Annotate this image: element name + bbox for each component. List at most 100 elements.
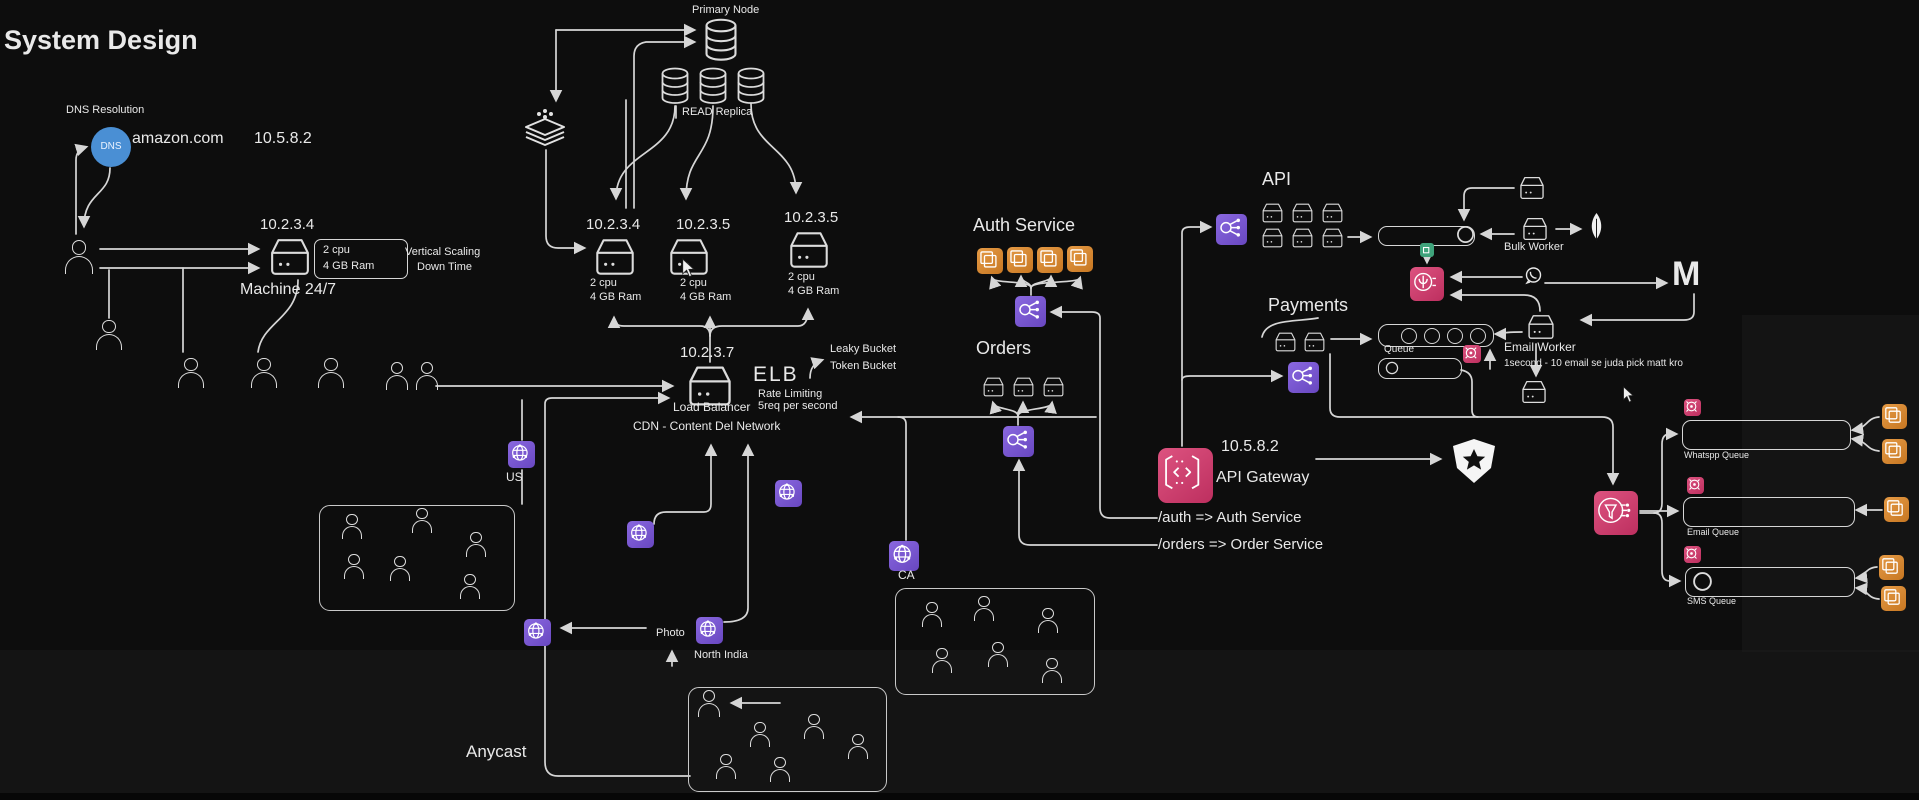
scheduler-icon <box>1420 243 1434 257</box>
token-bucket-label: Token Bucket <box>830 360 897 372</box>
region-ca-label: CA <box>898 568 915 582</box>
machine-spec-ram: 4 GB Ram <box>323 259 375 272</box>
server2-ip: 10.2.3.5 <box>676 216 731 233</box>
mongodb-leaf-icon <box>1587 212 1606 242</box>
sqs-icon <box>1463 345 1481 363</box>
queue-consumer-icon <box>1879 555 1904 580</box>
api-server-icon <box>1289 227 1316 249</box>
whatsapp-queue-label: Whatspp Queue <box>1684 450 1750 460</box>
bulk-worker-server-icon <box>1516 175 1548 201</box>
queue-consumer-icon <box>1884 497 1909 522</box>
cdn-edge-icon <box>775 480 802 507</box>
north-india-users-box <box>688 687 887 792</box>
queue-message-dots <box>1379 325 1493 346</box>
user-icon <box>802 714 826 741</box>
secondary-queue <box>1378 358 1462 379</box>
user-icon <box>414 362 440 393</box>
user-icon <box>410 508 434 535</box>
auth-instance-icon <box>1067 246 1093 272</box>
user-icon <box>714 754 738 781</box>
message-broker-icon <box>1410 267 1444 301</box>
server1-ip: 10.2.3.4 <box>586 216 641 233</box>
machine-spec-box: 2 cpu 4 GB Ram <box>314 239 408 279</box>
rate-value-label: 5req per second <box>758 400 838 412</box>
primary-node-label: Primary Node <box>692 4 760 16</box>
server3-ip: 10.2.3.5 <box>784 209 839 226</box>
user-icon <box>846 734 870 761</box>
user-icon <box>62 240 96 278</box>
anycast-label: Anycast <box>466 742 527 761</box>
user-icon <box>464 532 488 559</box>
orders-title: Orders <box>976 338 1032 358</box>
payments-title: Payments <box>1268 295 1349 315</box>
gateway-name: API Gateway <box>1216 469 1310 486</box>
auth-instance-icon <box>1007 247 1033 273</box>
dns-icon <box>91 127 131 167</box>
orders-server-icon <box>1010 376 1037 398</box>
queue-consumer-circle <box>1692 571 1713 592</box>
queue-consumer-icon <box>1882 404 1907 429</box>
server2-cpu: 2 cpu <box>680 277 707 289</box>
sms-queue-label: SMS Queue <box>1687 596 1737 606</box>
user-icon <box>1040 658 1064 685</box>
north-india-label: North India <box>694 649 748 661</box>
route-auth: /auth => Auth Service <box>1158 509 1302 526</box>
gmail-logo: M <box>1672 255 1701 293</box>
dns-domain: amazon.com <box>132 130 224 147</box>
email-queue-label: Email Queue <box>1687 527 1740 537</box>
user-icon <box>458 574 482 601</box>
api-server-icon <box>1259 227 1286 249</box>
api-title: API <box>1262 169 1292 189</box>
replica-db-icon <box>660 66 690 106</box>
dns-resolution-label: DNS Resolution <box>66 104 145 116</box>
queue-consumer-icon <box>1882 439 1907 464</box>
machine-name: Machine 24/7 <box>240 281 337 298</box>
server3-icon <box>784 229 834 271</box>
cdn-edge-icon <box>627 521 654 548</box>
scaling-note-2: Down Time <box>417 261 473 273</box>
us-users-box <box>319 505 515 611</box>
email-worker-server-icon <box>1524 313 1558 341</box>
leaky-bucket-label: Leaky Bucket <box>830 343 897 355</box>
load-balancer-caption: Load Balancer <box>673 400 751 414</box>
sqs-icon <box>1684 546 1701 563</box>
server1-cpu: 2 cpu <box>590 277 617 289</box>
orders-server-icon <box>980 376 1007 398</box>
user-icon <box>986 642 1010 669</box>
bulk-worker-label: Bulk Worker <box>1504 241 1564 253</box>
ca-users-box <box>895 588 1095 695</box>
read-replica-label: READ Replica <box>682 106 753 118</box>
auth-service-title: Auth Service <box>973 215 1076 235</box>
auth-instance-icon <box>977 248 1003 274</box>
bulk-worker-server-icon <box>1519 216 1551 242</box>
auth0-logo-icon <box>1452 438 1496 484</box>
email-worker-note: 1second - 10 email se juda pick matt kro <box>1504 358 1683 369</box>
api-gateway-icon <box>1158 448 1213 503</box>
load-balancer-icon <box>682 363 738 409</box>
region-us-label: US <box>506 470 523 484</box>
api-server-icon <box>1319 202 1346 224</box>
queue-consumer-icon <box>1881 586 1906 611</box>
user-icon <box>316 358 346 392</box>
orders-server-icon <box>1040 376 1067 398</box>
machine-spec-cpu: 2 cpu <box>323 244 350 256</box>
page-title: System Design <box>4 25 198 55</box>
sqs-icon <box>1684 399 1701 416</box>
queue-consumer-circle <box>1385 361 1399 375</box>
queue-label: Queue <box>1384 344 1415 355</box>
cdn-edge-icon-photo <box>696 617 723 644</box>
api-server-icon <box>1259 202 1286 224</box>
cursor-icon <box>1622 386 1635 404</box>
server3-cpu: 2 cpu <box>788 271 815 283</box>
cdn-edge-icon-ca <box>889 541 919 571</box>
replica-db-icon <box>736 66 766 106</box>
whatsapp-queue-rect <box>1682 420 1851 450</box>
scaling-note-1: Vertical Scaling <box>405 246 481 258</box>
user-icon <box>340 514 364 541</box>
server1-icon <box>590 236 640 278</box>
payments-server-icon <box>1272 331 1299 353</box>
user-icon <box>94 320 124 354</box>
cursor-icon <box>681 258 696 279</box>
orders-elb-icon <box>1003 426 1034 457</box>
